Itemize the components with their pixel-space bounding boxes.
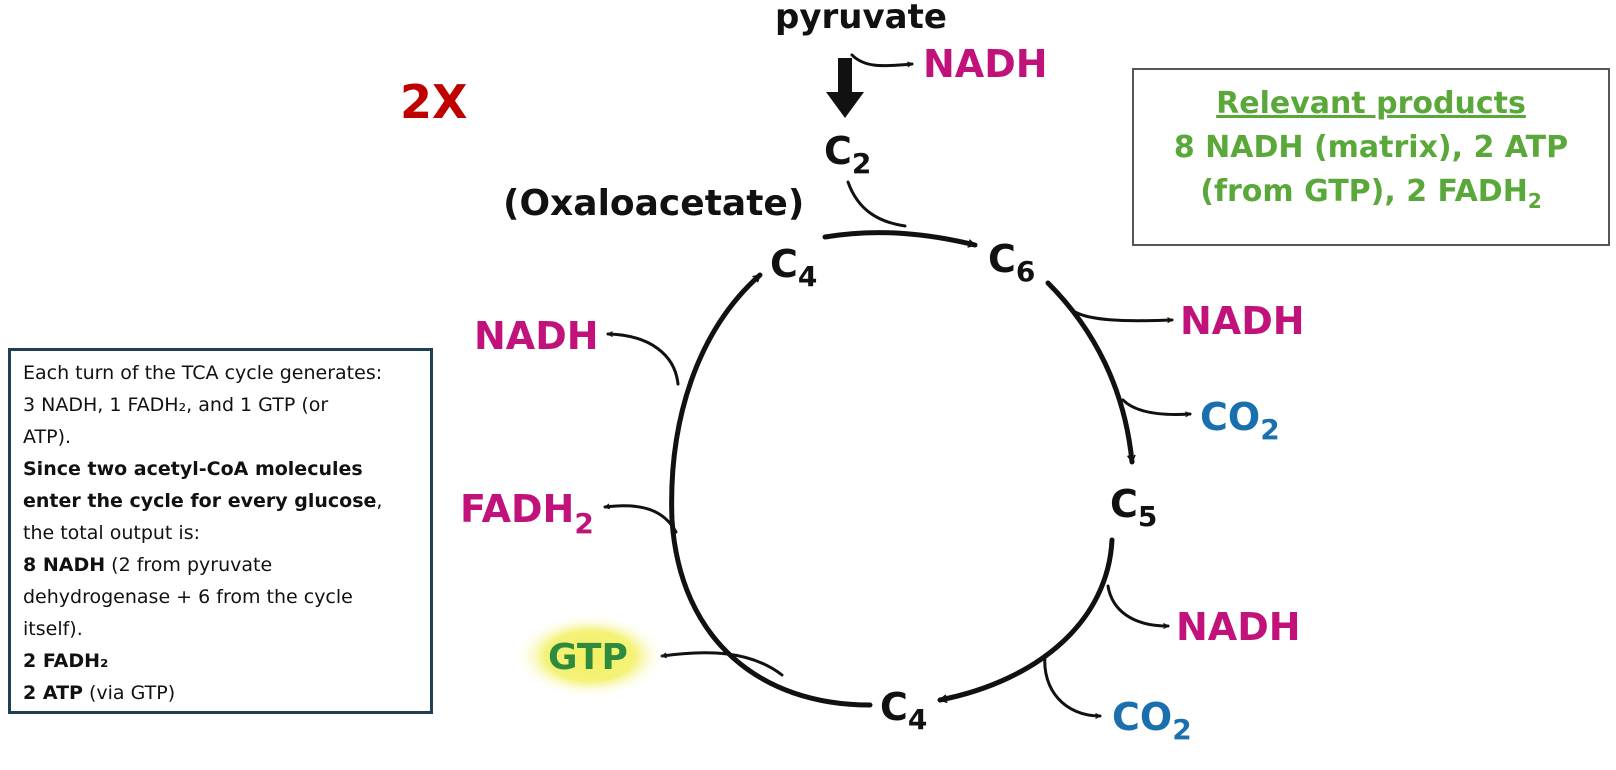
summary-line: 2 FADH₂ xyxy=(23,650,109,672)
fadh2-arrow xyxy=(603,506,678,534)
summary-line: Each turn of the TCA cycle generates: xyxy=(23,362,383,384)
nadh-right-2-label: NADH xyxy=(1176,605,1301,649)
multiplier-label: 2X xyxy=(400,75,467,129)
co2-right-1-label: CO2 xyxy=(1200,395,1280,446)
nadh-right-1-arrow xyxy=(1073,310,1174,321)
nadh-right-1-label: NADH xyxy=(1180,299,1305,343)
co2-bottom-arrow xyxy=(1043,653,1102,716)
products-title: Relevant products xyxy=(1216,86,1526,121)
c2-to-c6-arrow xyxy=(846,180,907,228)
summary-line: 3 NADH, 1 FADH₂, and 1 GTP (or xyxy=(23,394,329,416)
co2-right-1-arrow xyxy=(1121,398,1192,414)
summary-line: Since two acetyl-CoA molecules xyxy=(23,458,363,480)
cycle-arc-c4-c4 xyxy=(669,272,873,708)
cycle-arc-c5-c4 xyxy=(937,537,1115,700)
pyruvate-label: pyruvate xyxy=(775,0,947,37)
oxaloacetate-label: (Oxaloacetate) xyxy=(503,183,804,224)
summary-line: enter the cycle for every glucose, xyxy=(23,490,383,512)
pyruvate-nadh-arrow xyxy=(850,53,914,66)
nadh-left-label: NADH xyxy=(474,314,599,358)
nadh-right-2-arrow xyxy=(1106,584,1170,626)
summary-line: ATP). xyxy=(23,426,72,448)
summary-line: 2 ATP (via GTP) xyxy=(23,682,176,704)
nadh-left-arrow xyxy=(606,334,680,386)
products-line-1: 8 NADH (matrix), 2 ATP xyxy=(1173,130,1569,165)
relevant-products-box: Relevant products 8 NADH (matrix), 2 ATP… xyxy=(1132,68,1610,246)
cycle-arc-c6-c5 xyxy=(1045,280,1132,465)
summary-line: dehydrogenase + 6 from the cycle xyxy=(23,586,353,608)
pyruvate-input-arrow xyxy=(826,58,864,118)
products-line-2: (from GTP), 2 FADH2 xyxy=(1200,174,1542,213)
cycle-arc-c4-c6 xyxy=(822,230,978,245)
summary-line: 8 NADH (2 from pyruvate xyxy=(23,554,273,576)
gtp-highlight xyxy=(515,614,665,698)
c5-node: C5 xyxy=(1110,482,1157,533)
gtp-arrow xyxy=(660,651,784,677)
summary-line: itself). xyxy=(23,618,83,640)
c6-node: C6 xyxy=(988,237,1035,288)
summary-box: Each turn of the TCA cycle generates: 3 … xyxy=(8,348,433,714)
fadh2-label: FADH2 xyxy=(460,487,594,540)
co2-bottom-label: CO2 xyxy=(1112,695,1192,746)
c4-top-node: C4 xyxy=(770,242,817,293)
gtp-label: GTP xyxy=(548,637,628,678)
c2-node: C2 xyxy=(824,129,871,180)
summary-line: the total output is: xyxy=(23,522,200,544)
c4-bottom-node: C4 xyxy=(880,685,927,736)
pyruvate-nadh-label: NADH xyxy=(923,42,1048,86)
